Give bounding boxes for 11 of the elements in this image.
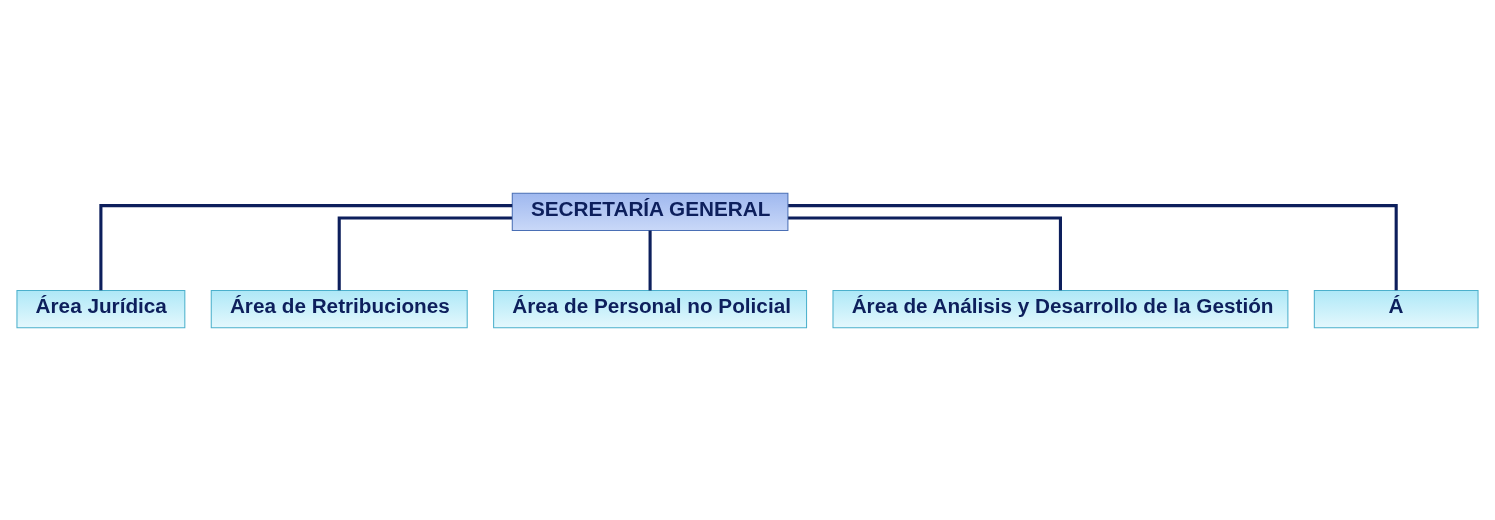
node-box: SECRETARÍA GENERAL	[511, 192, 789, 231]
node-box: Área de Retribuciones	[210, 289, 468, 328]
node-box: Área Jurídica	[16, 289, 186, 328]
connector	[788, 203, 1398, 290]
connector	[337, 215, 512, 290]
node-box: Área de Personal no Policial	[493, 289, 808, 328]
connector	[648, 230, 652, 290]
node-box: Á	[1313, 289, 1479, 328]
connector	[99, 203, 513, 290]
connector	[788, 215, 1062, 290]
node-box: Área de Análisis y Desarrollo de la Gestión	[832, 289, 1289, 328]
